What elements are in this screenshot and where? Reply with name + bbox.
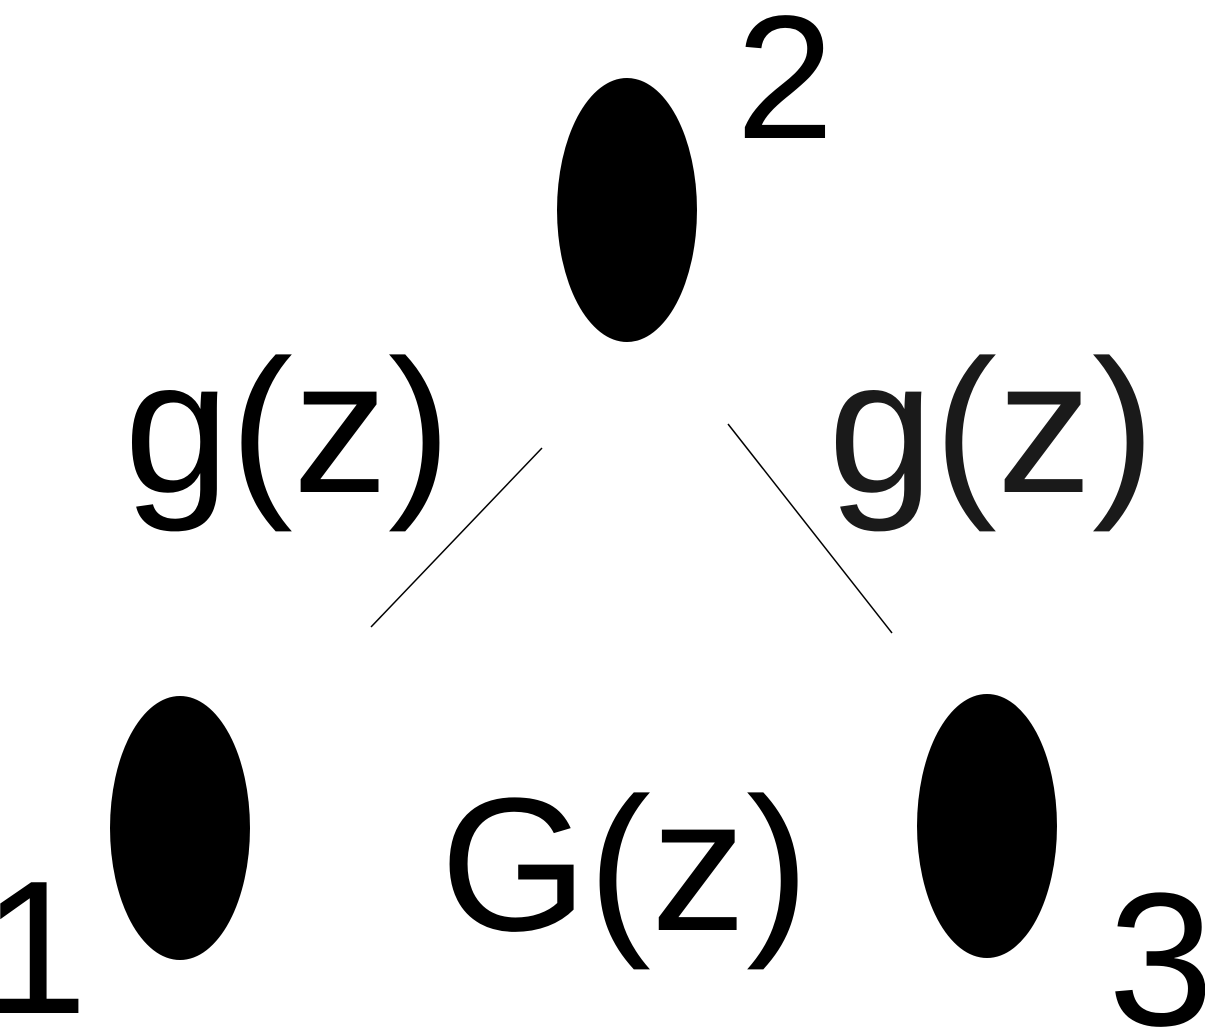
node-1-label: 1 [0,842,88,1029]
edge-label-left: g(z) [124,321,451,533]
edge-1-2 [370,447,543,628]
node-3-label: 3 [1108,854,1205,1029]
edge-label-bottom: G(z) [440,759,809,971]
node-2 [557,78,697,342]
node-3 [917,694,1057,958]
node-2-label: 2 [736,0,834,176]
edge-label-right: g(z) [828,321,1155,533]
edge-2-3 [727,423,893,634]
node-1 [110,696,250,960]
